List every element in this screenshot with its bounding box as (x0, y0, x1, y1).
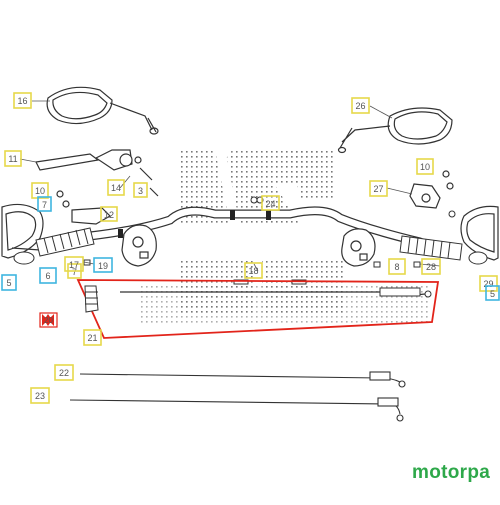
svg-text:7: 7 (72, 267, 77, 277)
svg-text:23: 23 (35, 391, 45, 401)
svg-text:10: 10 (420, 162, 430, 172)
callout-28: 28 (421, 258, 441, 275)
callout-5-left: 5 (1, 274, 17, 291)
callout-17: 17 (64, 256, 84, 272)
svg-text:12: 12 (104, 210, 114, 220)
callout-21: 21 (83, 329, 102, 346)
callout-7-blue: 7 (37, 196, 52, 212)
svg-text:8: 8 (394, 262, 399, 272)
callout-6: 6 (39, 267, 57, 284)
throttle-clamp (409, 170, 454, 209)
highlighted-cable-part (76, 279, 440, 339)
svg-text:26: 26 (355, 101, 365, 111)
left-handguard (1, 203, 44, 259)
callout-26: 26 (351, 97, 370, 114)
svg-text:18: 18 (248, 266, 258, 276)
svg-text:6: 6 (45, 271, 50, 281)
svg-text:14: 14 (111, 183, 121, 193)
callout-leaders (19, 100, 441, 272)
callout-18: 18 (244, 262, 263, 279)
star-marker-icon (42, 314, 54, 326)
callout-20: 20 (39, 312, 58, 328)
throttle-cables (69, 371, 406, 422)
callout-16: 16 (13, 92, 32, 109)
callout-23: 23 (30, 387, 50, 404)
svg-text:17: 17 (69, 260, 79, 270)
svg-text:3: 3 (138, 186, 143, 196)
callout-27: 27 (369, 180, 388, 197)
right-grip (399, 235, 488, 265)
svg-text:5: 5 (490, 289, 495, 299)
svg-text:29: 29 (483, 279, 493, 289)
callout-5-right: 5 (485, 285, 500, 301)
svg-text:11: 11 (8, 154, 17, 164)
left-switch-housing (121, 224, 157, 267)
right-mirror (337, 107, 453, 154)
svg-text:7: 7 (42, 200, 47, 210)
watermark-logo (140, 125, 430, 325)
callout-14: 14 (107, 179, 125, 196)
callout-29: 29 (479, 275, 498, 292)
svg-text:28: 28 (426, 262, 436, 272)
left-mirror (46, 86, 159, 135)
callout-8: 8 (388, 258, 406, 275)
callout-11: 11 (4, 150, 22, 167)
callout-19: 19 (93, 257, 113, 273)
svg-text:20: 20 (44, 316, 53, 325)
callout-22: 22 (54, 364, 74, 381)
callout-10-right: 10 (416, 158, 434, 175)
svg-text:21: 21 (87, 333, 97, 343)
brand-watermark-text: motorpa (412, 462, 491, 483)
callout-10-left: 10 (31, 182, 49, 199)
svg-text:5: 5 (6, 278, 11, 288)
svg-text:24: 24 (265, 199, 275, 209)
left-grip (13, 227, 95, 265)
clutch-lever (35, 149, 159, 197)
right-switch-housing (341, 228, 376, 267)
callout-24: 24 (261, 195, 280, 211)
svg-text:10: 10 (35, 186, 45, 196)
svg-text:16: 16 (17, 96, 27, 106)
callout-12: 12 (100, 206, 118, 222)
svg-text:22: 22 (59, 368, 69, 378)
callout-3: 3 (133, 182, 148, 198)
svg-text:19: 19 (98, 261, 108, 271)
svg-text:27: 27 (373, 184, 383, 194)
